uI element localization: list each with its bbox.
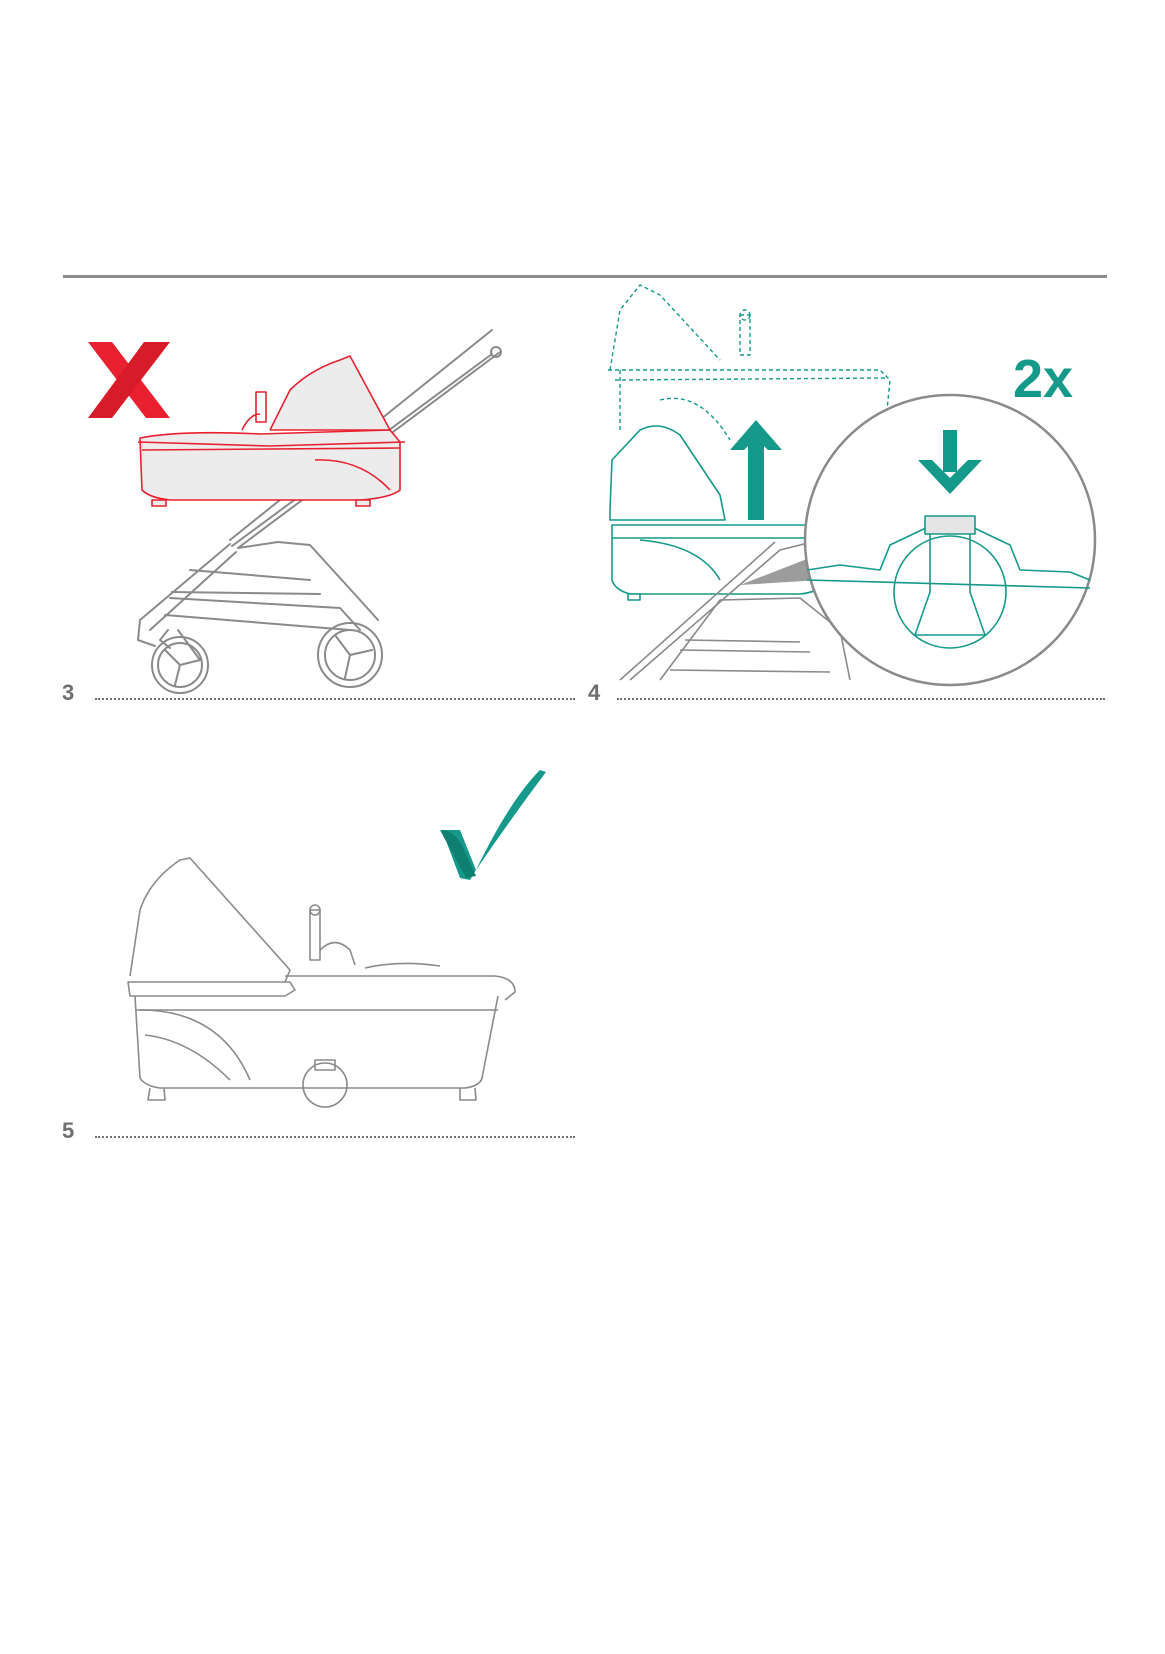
- step-number: 4: [588, 680, 601, 705]
- lift-arrow-icon: [730, 420, 782, 520]
- step-divider: [617, 698, 1105, 700]
- repeat-count-label: 2x: [1013, 349, 1074, 409]
- magnifier-callout: [803, 393, 1097, 687]
- step-5-illustration: [127, 770, 546, 1108]
- step-divider: [95, 1136, 575, 1138]
- step-3-illustration: [88, 329, 502, 694]
- step-number: 3: [62, 680, 75, 705]
- step-4-illustration: [608, 284, 1097, 687]
- step-number: 5: [62, 1118, 75, 1143]
- header-rule: [63, 275, 1107, 278]
- step-divider: [95, 698, 575, 700]
- checkmark-icon: [440, 770, 546, 880]
- push-down-arrow-icon: [918, 430, 982, 494]
- cross-icon: [88, 342, 170, 418]
